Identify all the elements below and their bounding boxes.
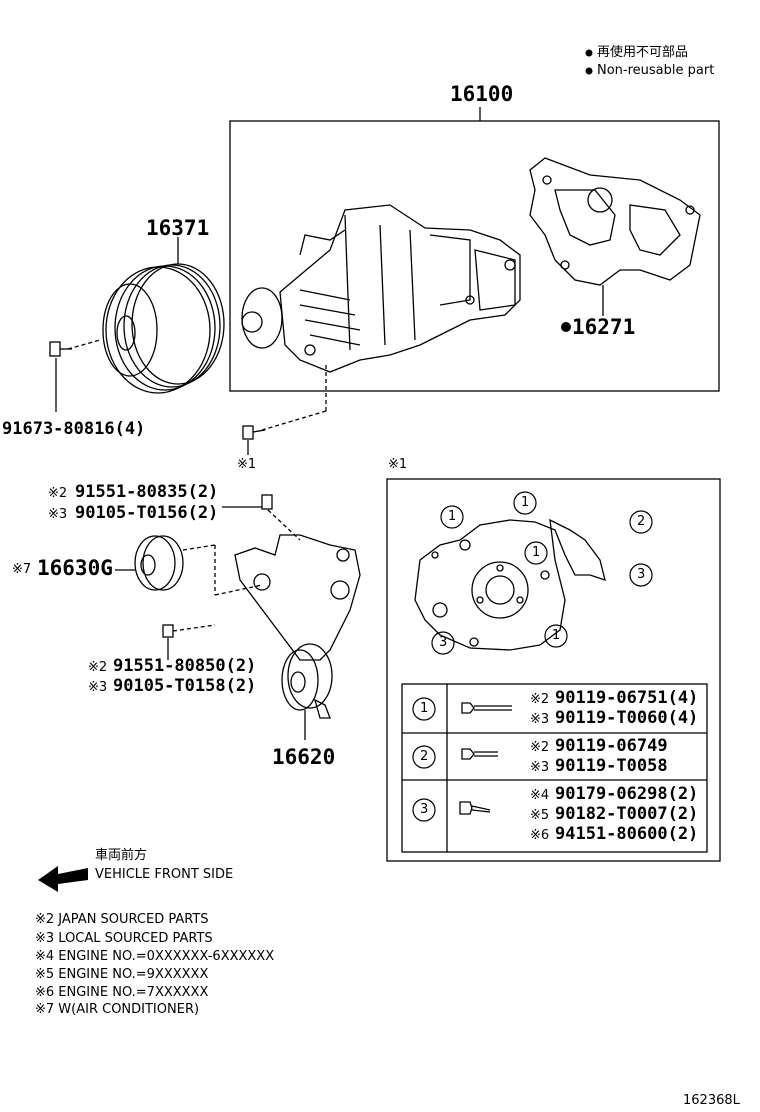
table-r2-p2-mark: ※3 bbox=[530, 760, 550, 775]
label-16100: 16100 bbox=[450, 82, 514, 106]
tensioner-drawing bbox=[234, 509, 361, 740]
table-r3-p2: 90182-T0007(2) bbox=[555, 804, 699, 824]
pulley-bolt-drawing bbox=[49, 341, 72, 412]
callout-3a: 3 bbox=[637, 567, 646, 582]
mark1-bolt-drawing bbox=[242, 425, 266, 455]
table-r1-p1: 90119-06751(4) bbox=[555, 688, 699, 708]
figure-id: 162368L bbox=[683, 1093, 740, 1108]
legend-jp: 再使用不可部品 bbox=[597, 45, 689, 60]
callout-1d: 1 bbox=[552, 628, 561, 643]
table-key-1: 1 bbox=[420, 701, 429, 716]
front-jp: 車両前方 bbox=[95, 848, 148, 863]
bolt-top-1-mark: ※2 bbox=[48, 486, 68, 501]
idler-pulley-drawing bbox=[115, 535, 263, 596]
idler-mark: ※7 bbox=[12, 562, 32, 577]
label-16630G: 16630G bbox=[37, 556, 113, 580]
table-r2-p1: 90119-06749 bbox=[555, 736, 668, 756]
table-r1-p2: 90119-T0060(4) bbox=[555, 708, 699, 728]
callout-2a: 2 bbox=[637, 514, 646, 529]
note-4: ※4 ENGINE NO.=0XXXXXX-6XXXXXX bbox=[35, 949, 275, 964]
table-r3-p3-mark: ※6 bbox=[530, 828, 550, 843]
assy-box bbox=[229, 120, 720, 392]
callout-1b: 1 bbox=[521, 495, 530, 510]
note-5: ※5 ENGINE NO.=9XXXXXX bbox=[35, 967, 209, 982]
note-3: ※3 LOCAL SOURCED PARTS bbox=[35, 931, 213, 946]
water-pump-drawing bbox=[241, 204, 521, 431]
bolt-top-2-mark: ※3 bbox=[48, 507, 68, 522]
bolt-bot-2-mark: ※3 bbox=[88, 680, 108, 695]
bolt-bot-2: 90105-T0158(2) bbox=[113, 676, 257, 696]
bolt-top-2: 90105-T0156(2) bbox=[75, 503, 219, 523]
table-r1-p2-mark: ※3 bbox=[530, 712, 550, 727]
table-r3-p1-mark: ※4 bbox=[530, 788, 550, 803]
gasket-drawing bbox=[529, 157, 701, 316]
table-r3-p1: 90179-06298(2) bbox=[555, 784, 699, 804]
gasket-dot bbox=[561, 322, 571, 332]
table-r3-p3: 94151-80600(2) bbox=[555, 824, 699, 844]
bolt-table-grid bbox=[401, 683, 708, 853]
note-6: ※6 ENGINE NO.=7XXXXXX bbox=[35, 985, 209, 1000]
table-r3-p2-mark: ※5 bbox=[530, 808, 550, 823]
label-16271: 16271 bbox=[572, 315, 636, 339]
legend-dot-1 bbox=[585, 49, 593, 57]
label-pulley-bolt: 91673-80816(4) bbox=[2, 419, 146, 439]
vehicle-front-arrow-icon bbox=[38, 866, 88, 892]
label-mark1-a: ※1 bbox=[237, 457, 257, 472]
label-16620: 16620 bbox=[272, 745, 336, 769]
callout-circles bbox=[412, 491, 653, 822]
legend-dot-2 bbox=[585, 67, 593, 75]
callout-1c: 1 bbox=[532, 545, 541, 560]
label-16371: 16371 bbox=[146, 216, 210, 240]
bracket-bolt-top-drawing bbox=[222, 494, 273, 510]
note-2: ※2 JAPAN SOURCED PARTS bbox=[35, 912, 209, 927]
note-7: ※7 W(AIR CONDITIONER) bbox=[35, 1002, 200, 1017]
bolt-bot-1: 91551-80850(2) bbox=[113, 656, 257, 676]
table-r2-p2: 90119-T0058 bbox=[555, 756, 668, 776]
bolt-bot-1-mark: ※2 bbox=[88, 660, 108, 675]
bolt-top-1: 91551-80835(2) bbox=[75, 482, 219, 502]
housing-subview-drawing bbox=[414, 518, 606, 651]
table-key-3: 3 bbox=[420, 802, 429, 817]
table-bolt-icons bbox=[459, 702, 512, 815]
callout-1a: 1 bbox=[448, 509, 457, 524]
front-en: VEHICLE FRONT SIDE bbox=[95, 867, 234, 882]
callout-3b: 3 bbox=[439, 635, 448, 650]
table-r2-p1-mark: ※2 bbox=[530, 740, 550, 755]
pulley-drawing bbox=[102, 237, 225, 394]
subview-box bbox=[386, 478, 721, 862]
table-r1-p1-mark: ※2 bbox=[530, 692, 550, 707]
legend-en: Non-reusable part bbox=[597, 63, 715, 78]
table-key-2: 2 bbox=[420, 749, 429, 764]
label-mark1-b: ※1 bbox=[388, 457, 408, 472]
bracket-bolt-bottom-drawing bbox=[162, 624, 216, 660]
